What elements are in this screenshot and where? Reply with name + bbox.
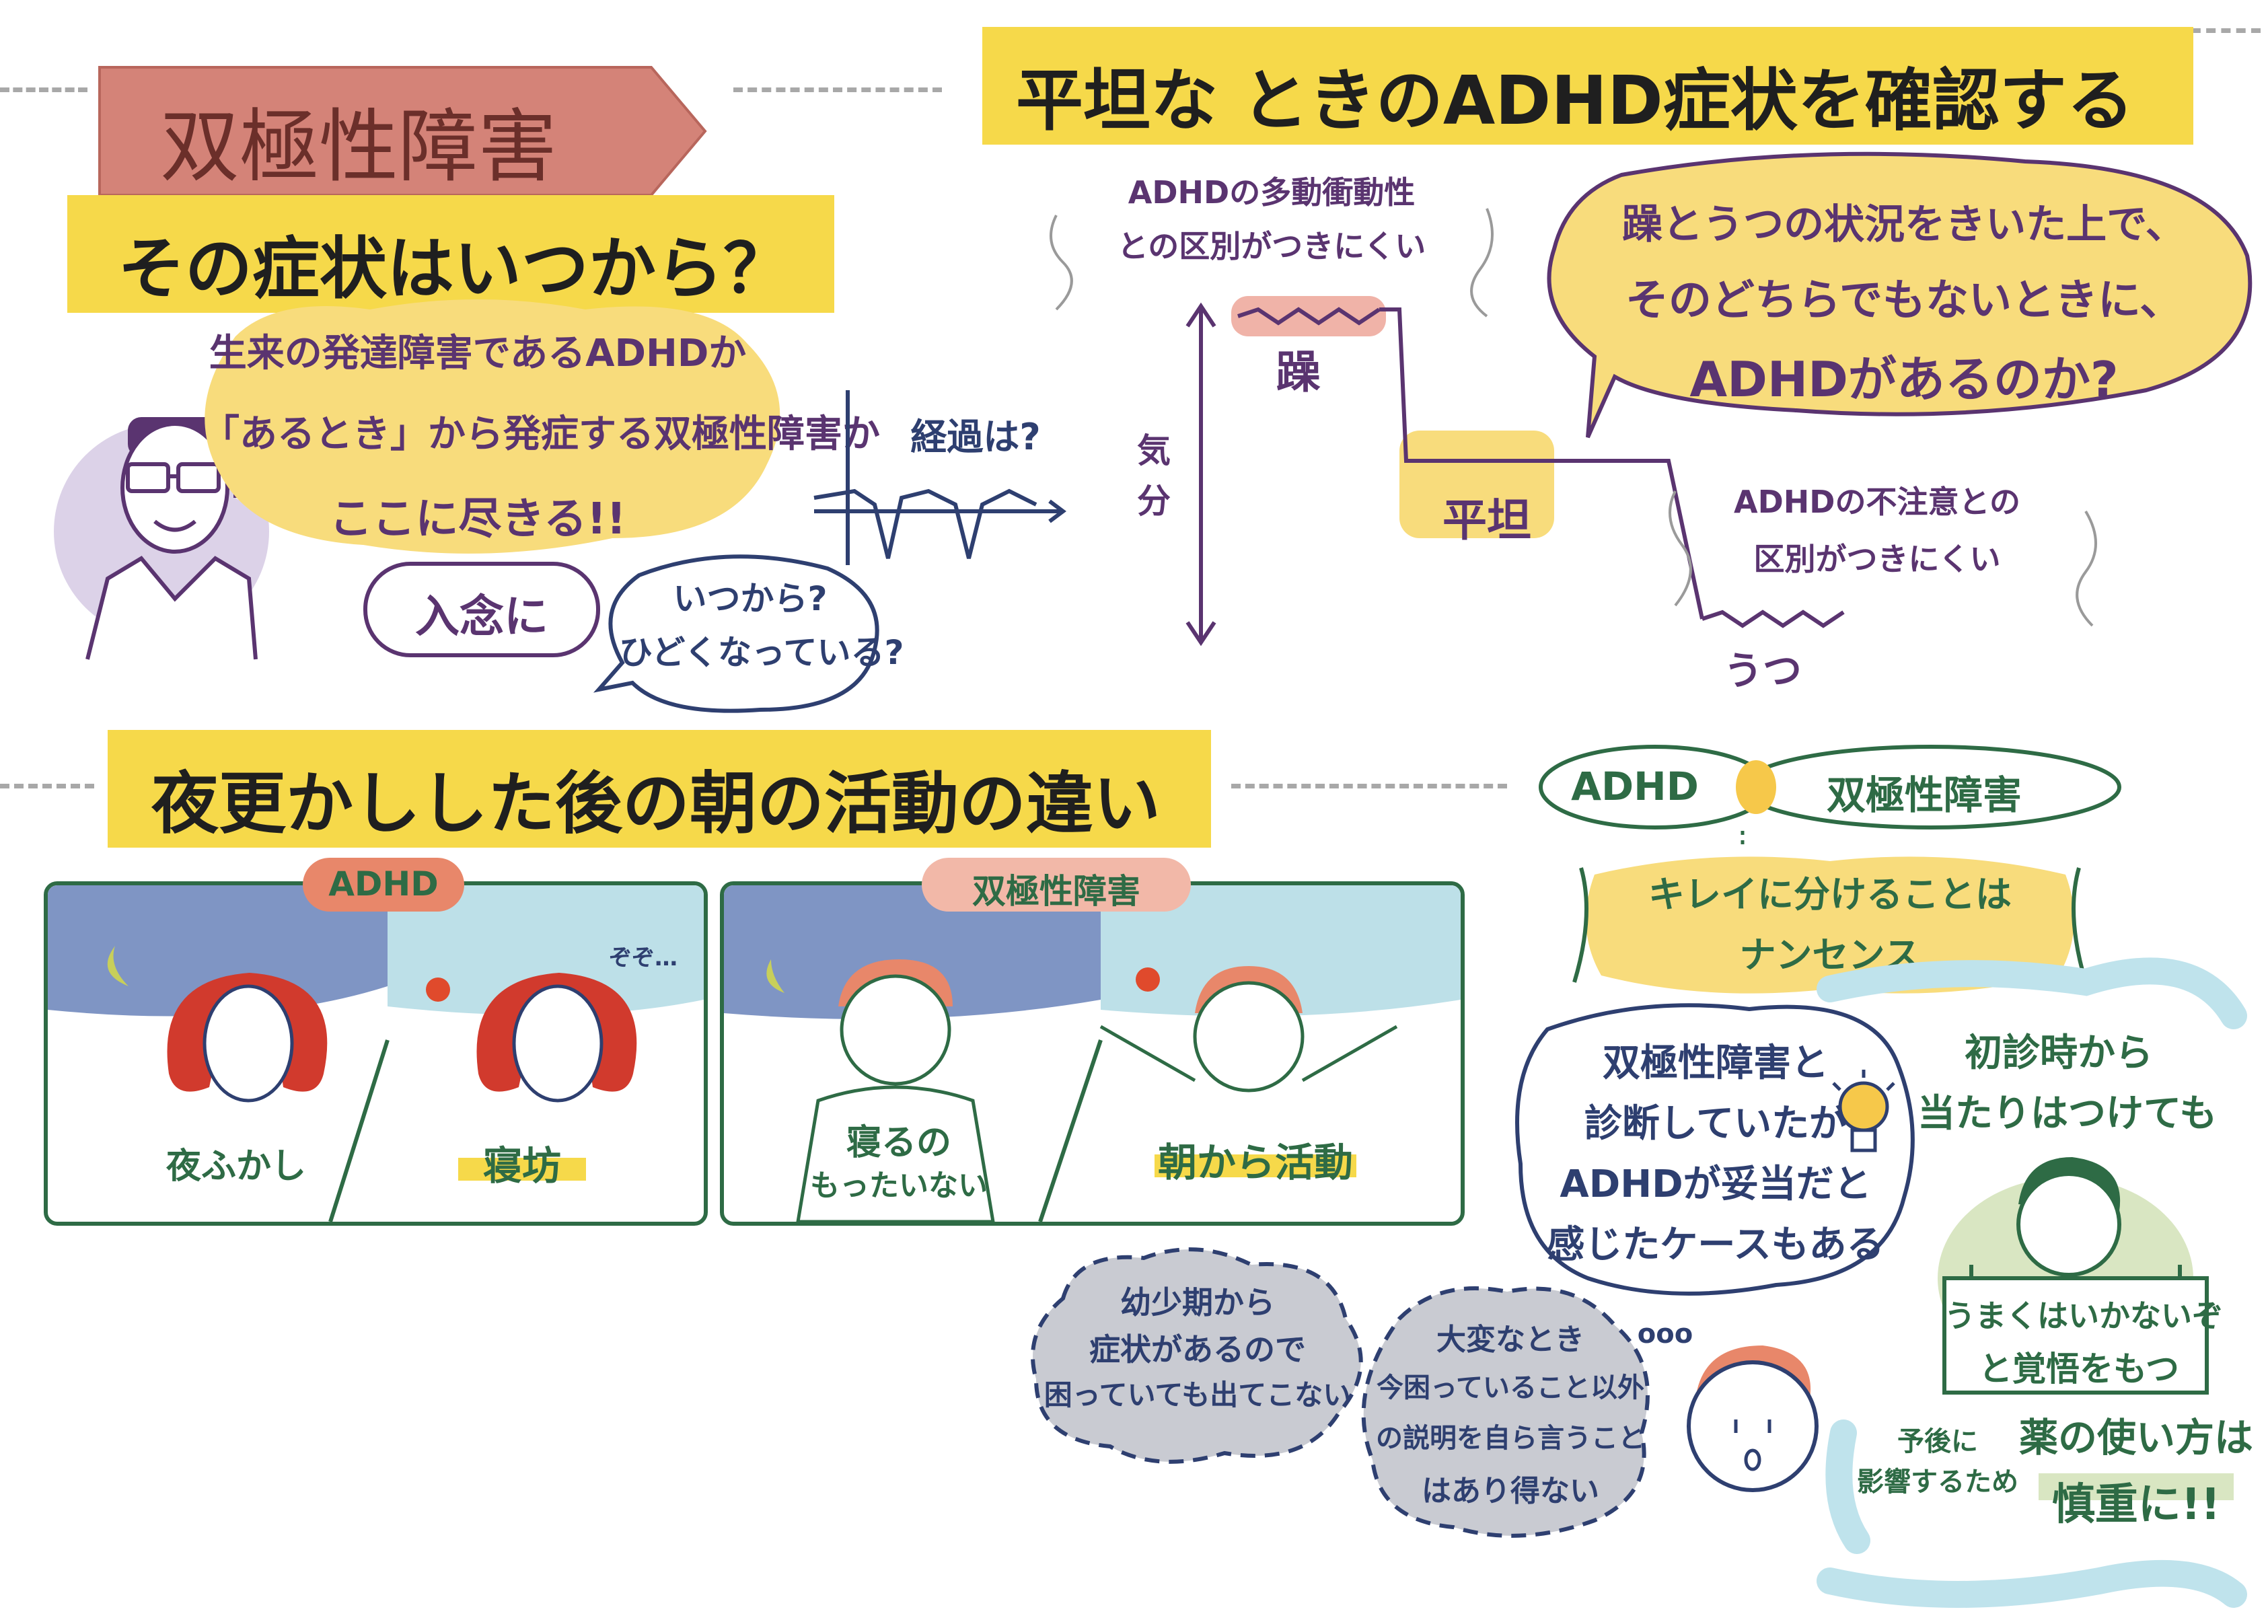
case-bubble-line-3: ADHDが妥当だと bbox=[1560, 1162, 1872, 1206]
course-mini-graph bbox=[813, 390, 1066, 565]
question-bubble bbox=[593, 554, 879, 713]
adhd-morning-caption: 寝坊 bbox=[482, 1143, 561, 1189]
nonsense-callout bbox=[1572, 856, 2088, 994]
medicine-line-2: 慎重に!! bbox=[2051, 1480, 2221, 1530]
cloud-left-line-3: 困っていても出てこない bbox=[1044, 1378, 1352, 1411]
course-label: 経過は? bbox=[910, 416, 1041, 458]
divider-mid-right bbox=[1231, 784, 1507, 788]
mania-note-line-1: ADHDの多動衝動性 bbox=[1128, 174, 1416, 211]
big-bubble-line-2: そのどちらでもないときに、 bbox=[1625, 276, 2183, 326]
doctor-bubble-line-1: 生来の発達障害であるADHDか bbox=[209, 332, 747, 375]
venn-diagram bbox=[1539, 745, 2121, 848]
axis-label-2: 分 bbox=[1137, 482, 1171, 521]
cloud-right bbox=[1361, 1286, 1650, 1538]
bipolar-panel-art bbox=[724, 885, 1461, 1222]
depression-note-line-1: ADHDの不注意との bbox=[1733, 484, 2020, 520]
bipolar-panel-tag-text: 双極性障害 bbox=[972, 872, 1140, 911]
medicine-line-1: 薬の使い方は bbox=[2018, 1415, 2253, 1461]
sign-line-2: と覚悟をもつ bbox=[1979, 1350, 2179, 1389]
question-line-2: ひどくなっている? bbox=[619, 633, 904, 672]
banner-shape bbox=[98, 66, 707, 196]
sign-doctor-illustration bbox=[1938, 1157, 2209, 1395]
mood-axis bbox=[1185, 302, 1216, 647]
bipolar-night-caption-line-2: もったいない bbox=[810, 1169, 988, 1203]
case-bubble bbox=[1515, 1003, 1915, 1296]
divider-top-left bbox=[0, 87, 87, 92]
banner-title: 双極性障害 bbox=[160, 100, 558, 193]
first-visit-line-2: 当たりはつけても bbox=[1917, 1092, 2218, 1136]
section2-heading: 平坦な ときのADHD症状を確認する bbox=[1016, 61, 2134, 140]
venn-left-label: ADHD bbox=[1571, 764, 1699, 809]
bipolar-morning-caption-highlight bbox=[1155, 1154, 1356, 1177]
lightbulb-icon bbox=[1832, 1070, 1895, 1152]
section3-heading-highlight bbox=[108, 730, 1211, 848]
mania-note-wiggles bbox=[1050, 208, 1494, 318]
adhd-night-caption: 夜ふかし bbox=[166, 1146, 306, 1187]
cloud-right-line-1: 大変なとき bbox=[1436, 1323, 1584, 1357]
thought-dots: ooo bbox=[1637, 1319, 1693, 1350]
bipolar-panel: 寝るの もったいない 朝から活動 bbox=[720, 881, 1465, 1226]
adhd-morning-caption-highlight bbox=[458, 1158, 586, 1181]
depression-label: うつ bbox=[1723, 648, 1802, 694]
case-bubble-line-2: 診断していたが bbox=[1584, 1102, 1848, 1146]
prognosis-line-1: 予後に bbox=[1897, 1426, 1978, 1457]
depression-note-wiggles bbox=[1669, 490, 2097, 627]
cloud-right-line-3: の説明を自ら言うこと bbox=[1376, 1423, 1645, 1454]
bipolar-morning-caption: 朝から活動 bbox=[1157, 1140, 1353, 1185]
mania-note-line-2: との区別がつきにくい bbox=[1117, 228, 1426, 264]
pill-label: 入念に bbox=[363, 562, 600, 657]
flat-label: 平坦 bbox=[1442, 494, 1531, 546]
section3-heading: 夜更かしした後の朝の活動の違い bbox=[151, 764, 1161, 843]
depression-note-line-2: 区別がつきにくい bbox=[1753, 541, 2001, 577]
venn-right-label: 双極性障害 bbox=[1826, 772, 2022, 818]
case-bubble-line-4: 感じたケースもある bbox=[1547, 1223, 1885, 1267]
patient-illustration bbox=[1687, 1345, 1819, 1492]
section1-heading: その症状はいつから？ bbox=[118, 229, 791, 308]
cloud-left-line-2: 症状があるので bbox=[1089, 1331, 1306, 1368]
big-bubble-line-3: ADHDがあるのか? bbox=[1689, 351, 2119, 408]
section2-heading-highlight bbox=[982, 27, 2193, 145]
mood-course-line bbox=[1231, 296, 1845, 628]
adhd-snore: ぞぞ… bbox=[609, 945, 678, 971]
adhd-panel: 夜ふかし 寝坊 ぞぞ… bbox=[44, 881, 708, 1226]
big-speech-bubble bbox=[1547, 151, 2253, 439]
banner: 双極性障害 bbox=[98, 66, 707, 196]
adhd-panel-art bbox=[48, 885, 704, 1222]
question-line-1: いつから? bbox=[673, 579, 828, 618]
prognosis-line-2: 影響するため bbox=[1857, 1467, 2018, 1498]
sign-line-1: うまくはいかないぞ bbox=[1944, 1298, 2223, 1334]
light-blue-wash bbox=[1817, 957, 2247, 1608]
nonsense-line-1: キレイに分けることは bbox=[1648, 873, 2012, 916]
case-bubble-line-1: 双極性障害と bbox=[1603, 1041, 1829, 1085]
divider-top-middle bbox=[733, 87, 942, 92]
doctor-bubble-line-3: ここに尽きる!! bbox=[329, 494, 626, 544]
axis-label-1: 気 bbox=[1137, 431, 1171, 470]
cloud-left-line-1: 幼少期から bbox=[1120, 1284, 1275, 1321]
bipolar-panel-tag: 双極性障害 bbox=[922, 858, 1191, 912]
cloud-right-line-2: 今困っていること以外 bbox=[1377, 1372, 1644, 1403]
divider-top-right bbox=[2146, 28, 2261, 33]
doctor-speech-bubble bbox=[205, 299, 780, 554]
first-visit-line-1: 初診時から bbox=[1965, 1031, 2153, 1075]
pill-label-text: 入念に bbox=[415, 591, 548, 642]
cloud-left bbox=[1031, 1247, 1363, 1464]
doctor-bubble-line-2: 「あるとき」から発症する双極性障害か bbox=[202, 412, 880, 456]
bipolar-night-caption-line-1: 寝るの bbox=[846, 1123, 951, 1163]
medicine-highlight bbox=[2039, 1473, 2234, 1500]
adhd-panel-tag: ADHD bbox=[303, 858, 464, 912]
adhd-panel-tag-text: ADHD bbox=[328, 864, 439, 903]
big-bubble-line-1: 躁とうつの状況をきいた上で、 bbox=[1622, 201, 2186, 248]
section1-heading-highlight bbox=[67, 195, 834, 313]
divider-mid-left bbox=[0, 784, 94, 788]
cloud-right-line-4: はあり得ない bbox=[1422, 1474, 1599, 1508]
mania-label: 躁 bbox=[1276, 346, 1321, 398]
